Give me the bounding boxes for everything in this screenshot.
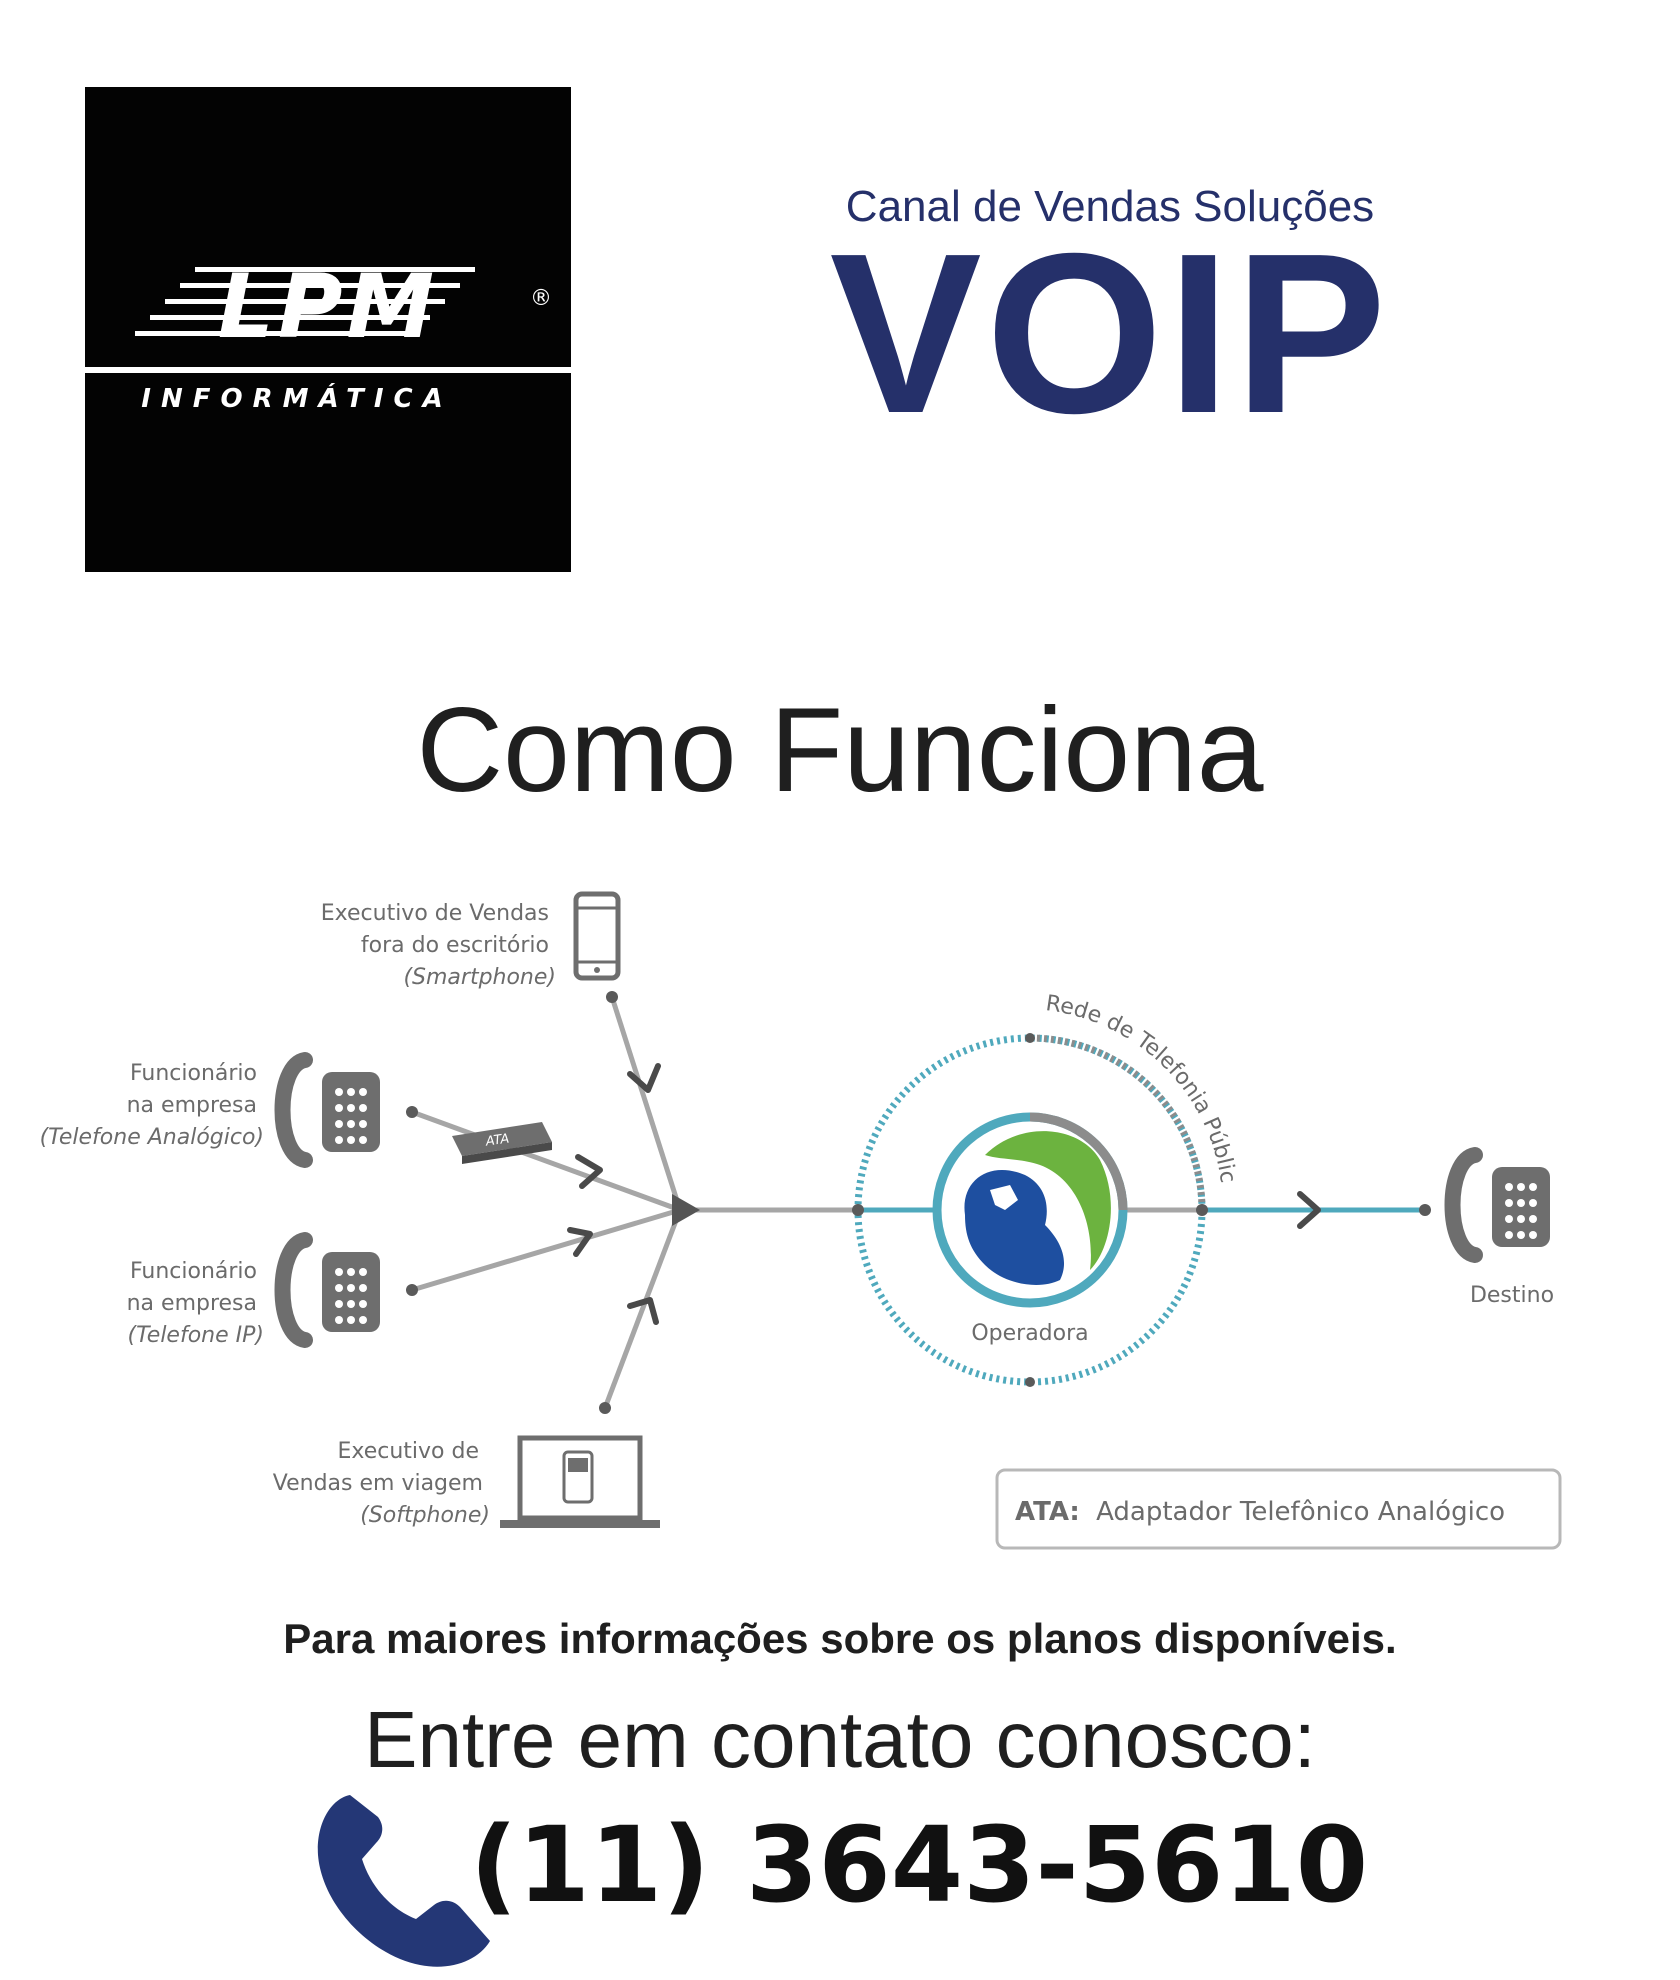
chevron-icon — [1297, 1191, 1321, 1229]
legend-box — [995, 1468, 1562, 1550]
phone-icon — [317, 1795, 490, 1967]
phone-number[interactable]: (11) 3643-5610 — [470, 1804, 1369, 1926]
chevron-icon — [567, 1227, 593, 1257]
section-title: Como Funciona — [416, 683, 1264, 817]
line-smartphone — [609, 996, 683, 1211]
chevron-icon — [627, 1063, 661, 1093]
header-subtitle: Canal de Vendas Soluções — [845, 182, 1375, 231]
chevron-icon — [627, 1297, 659, 1325]
connection-lines — [411, 996, 1205, 1409]
softphone-label: Executivo de Vendas em viagem (Softphone… — [273, 1439, 490, 1528]
destination-phone-icon — [1444, 1147, 1550, 1263]
ip-phone-label: Funcionário na empresa (Telefone IP) — [127, 1259, 264, 1348]
logo-tagline: INFORMÁTICA — [141, 382, 452, 414]
operator-globe-icon — [932, 1112, 1128, 1308]
registered-mark: ® — [530, 286, 552, 311]
laptop-icon — [500, 1435, 660, 1528]
contact-heading: Entre em contato conosco: — [364, 1695, 1316, 1784]
info-line: Para maiores informações sobre os planos… — [283, 1615, 1397, 1662]
line-analog — [411, 1109, 681, 1213]
analog-phone-icon — [274, 1052, 380, 1168]
ata-device-label: ATA — [484, 1131, 510, 1149]
arrow-chevrons — [567, 1063, 1321, 1325]
smartphone-label: Executivo de Vendas fora do escritório (… — [321, 901, 556, 990]
logo-wordmark: LPM — [218, 255, 438, 358]
junction-arrowhead — [672, 1194, 700, 1226]
logo-mark: LPM ® INFORMÁTICA — [85, 255, 571, 414]
endpoint-dots — [406, 991, 1431, 1414]
destination-label: Destino — [1470, 1283, 1554, 1308]
smartphone-icon — [573, 891, 621, 981]
operator-label: Operadora — [971, 1321, 1088, 1346]
legend-text: ATA: Adaptador Telefônico Analógico — [1015, 1497, 1505, 1527]
voip-diagram: Executivo de Vendas fora do escritório (… — [0, 860, 1562, 1550]
chevron-icon — [575, 1154, 603, 1189]
header-brand: VOIP — [829, 207, 1391, 461]
line-ip — [411, 1207, 681, 1293]
ata-device-icon: ATA — [452, 1122, 552, 1164]
ip-phone-icon — [274, 1232, 380, 1348]
line-softphone — [602, 1209, 683, 1409]
analog-phone-label: Funcionário na empresa (Telefone Analógi… — [40, 1061, 264, 1150]
company-logo: LPM ® INFORMÁTICA — [85, 87, 571, 572]
softphone-icon — [562, 1450, 594, 1504]
